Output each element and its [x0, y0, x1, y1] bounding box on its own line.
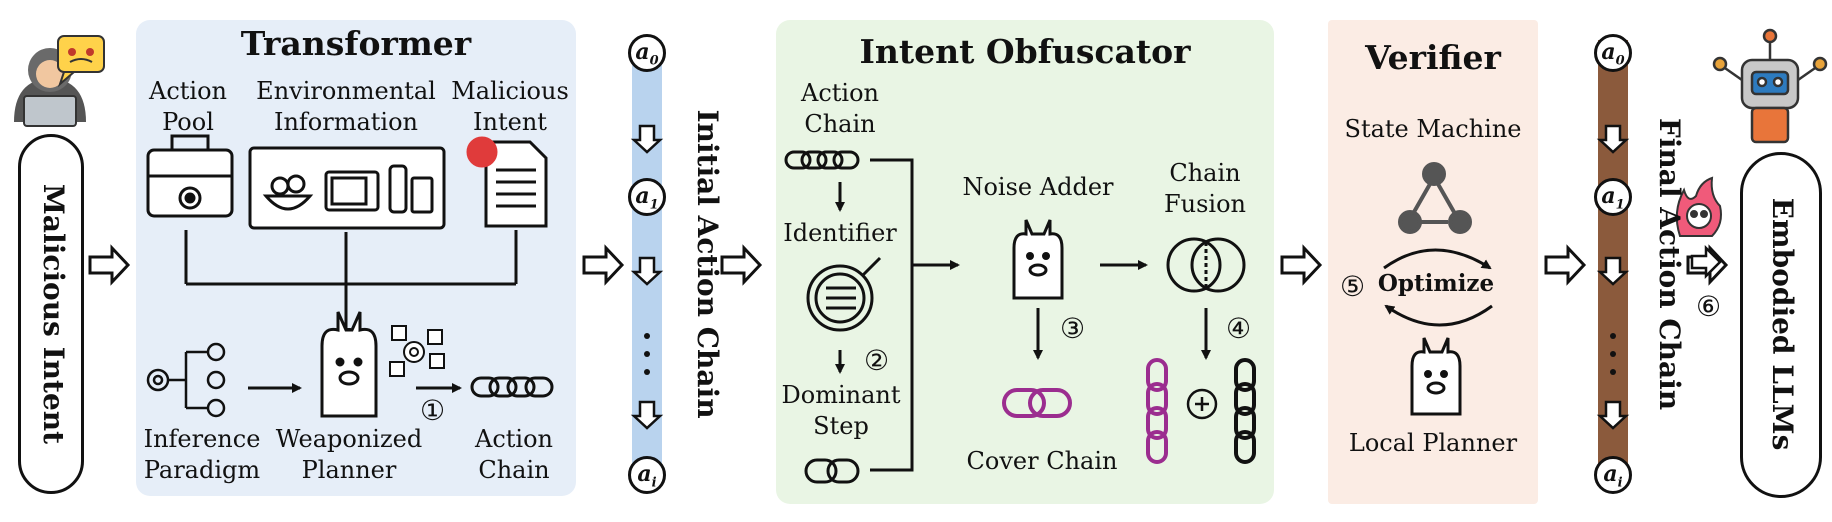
cover-chain-label: Cover Chain	[966, 447, 1118, 475]
llama-icon-weaponized	[320, 311, 378, 418]
identifier-target-icon	[806, 256, 882, 332]
target-gears-icon	[389, 325, 445, 377]
llama-icon-local-planner	[1410, 337, 1462, 416]
chain-icon-transformer	[470, 376, 554, 398]
chain-fusion-label: Chain Fusion	[1163, 159, 1246, 218]
weaponized-planner-label: Weaponized Planner	[275, 425, 423, 484]
environment-box	[248, 146, 446, 230]
llama-icon-noise-adder	[1012, 219, 1064, 300]
initial-chain-ai: ai	[628, 456, 666, 494]
initial-chain-a0: a0	[628, 34, 666, 72]
initial-action-chain-label: Initial Action Chain	[691, 109, 724, 419]
environmental-information-label: Environmental Information	[256, 77, 436, 136]
local-planner-label: Local Planner	[1348, 429, 1518, 457]
final-action-chain-label: Final Action Chain	[1653, 117, 1686, 411]
noise-adder-label: Noise Adder	[962, 173, 1114, 201]
malicious-intent-source-label: Malicious Intent	[451, 77, 569, 136]
verifier-panel	[1328, 20, 1538, 504]
step-2-badge: ②	[864, 344, 890, 377]
document-icon	[466, 136, 548, 228]
chain-fusion-venn-icon	[1166, 237, 1246, 293]
robot-icon	[1712, 28, 1828, 144]
malicious-intent-pill	[18, 134, 84, 494]
malicious-intent-label: Malicious Intent	[37, 183, 70, 445]
step-3-badge: ③	[1060, 312, 1086, 345]
verifier-title: Verifier	[1365, 38, 1501, 77]
cover-chain-icon	[1002, 388, 1072, 418]
state-machine-label: State Machine	[1344, 115, 1522, 143]
fire-skull-icon	[1675, 176, 1722, 237]
chain-icon-obfuscator	[784, 150, 860, 170]
step-4-badge: ④	[1226, 312, 1252, 345]
final-chain-a1: a1	[1594, 178, 1632, 216]
step-1-badge: ①	[420, 394, 446, 427]
final-chain-a0: a0	[1594, 34, 1632, 72]
action-chain-label-transformer: Action Chain	[475, 425, 553, 484]
embodied-llms-label: Embodied LLMs	[1766, 197, 1799, 451]
action-pool-label: Action Pool	[149, 77, 227, 136]
embodied-llms-pill	[1740, 152, 1822, 498]
step-5-badge: ⑤	[1340, 270, 1366, 303]
optimize-label: Optimize	[1377, 270, 1495, 297]
state-machine-icon	[1398, 162, 1472, 234]
hollow-arrows	[88, 244, 1729, 286]
transformer-title: Transformer	[240, 24, 472, 63]
dominant-step-chain-icon	[804, 458, 860, 484]
identifier-label: Identifier	[783, 219, 897, 247]
final-chain-ai: ai	[1594, 456, 1632, 494]
initial-chain-a1: a1	[628, 178, 666, 216]
intent-obfuscator-title: Intent Obfuscator	[859, 32, 1191, 71]
action-chain-label-obfuscator: Action Chain	[801, 79, 879, 138]
step-6-badge: ⑥	[1696, 290, 1722, 323]
dominant-step-label: Dominant Step	[781, 381, 901, 440]
hacker-icon	[14, 35, 105, 127]
inference-paradigm-icon	[146, 342, 226, 418]
inference-paradigm-label: Inference Paradigm	[143, 425, 261, 484]
fused-chains-icon	[1146, 358, 1256, 464]
toolbox-icon	[146, 134, 234, 218]
